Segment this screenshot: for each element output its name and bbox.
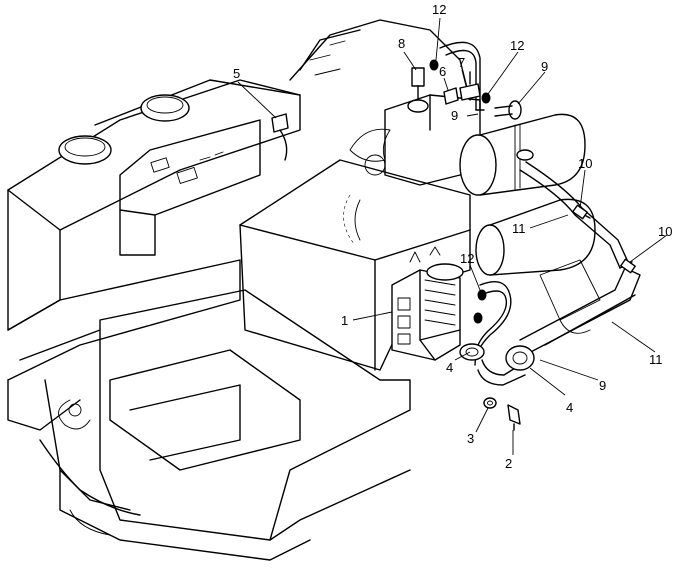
callout-4-right: 4 <box>566 400 573 415</box>
callout-10-upper: 10 <box>578 156 592 171</box>
callout-9-lower: 9 <box>599 378 606 393</box>
leader-lines <box>237 17 668 455</box>
callout-11-left: 11 <box>512 221 526 236</box>
heater-unit <box>391 246 464 361</box>
small-parts <box>271 59 535 431</box>
heater-hoses <box>439 41 641 386</box>
callout-6: 6 <box>439 64 446 79</box>
callout-8: 8 <box>398 36 405 51</box>
callout-3: 3 <box>467 431 474 446</box>
callout-12-middle: 12 <box>460 251 474 266</box>
callout-12-top: 12 <box>432 2 446 17</box>
callout-12-upper-right: 12 <box>510 38 524 53</box>
callout-10-right: 10 <box>658 224 672 239</box>
callout-1: 1 <box>341 313 348 328</box>
callout-9-upper: 9 <box>451 108 458 123</box>
callout-labels: 1 2 3 4 4 5 6 7 8 9 9 9 10 10 11 11 12 1… <box>233 2 672 471</box>
callout-11-right: 11 <box>649 352 663 367</box>
callout-7: 7 <box>458 55 465 70</box>
callout-9-top-right: 9 <box>541 59 548 74</box>
callout-5: 5 <box>233 66 240 81</box>
callout-2: 2 <box>505 456 512 471</box>
machine-body <box>7 19 601 561</box>
callout-4-left: 4 <box>446 360 453 375</box>
